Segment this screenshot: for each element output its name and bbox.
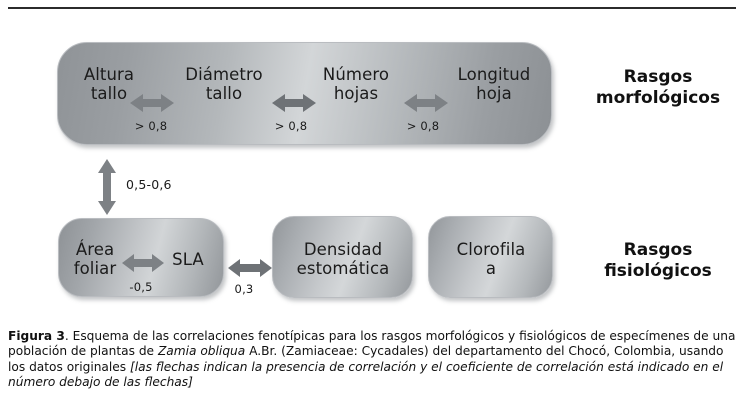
double-arrow-icon-altura-diametro bbox=[130, 92, 174, 114]
node-label-area-foliar: Área foliar bbox=[73, 240, 117, 278]
node-label-numero-hojas: Número hojas bbox=[322, 65, 390, 103]
group-heading-morfologicos: Rasgos morfológicos bbox=[595, 67, 721, 108]
coefficient-diametro-numero: > 0,8 bbox=[274, 119, 308, 133]
double-arrow-icon-area-sla bbox=[122, 252, 164, 274]
caption-figure-number: Figura 3 bbox=[8, 329, 65, 343]
clorofila-a-box bbox=[428, 216, 553, 298]
node-label-longitud-hoja: Longitud hoja bbox=[457, 65, 531, 103]
double-arrow-icon-numero-longitud bbox=[404, 92, 448, 114]
coefficient-altura-diametro: > 0,8 bbox=[134, 119, 168, 133]
node-label-altura-tallo: Altura tallo bbox=[83, 65, 135, 103]
morphological-traits-box bbox=[57, 42, 552, 145]
double-arrow-icon-morfologicos-fisiologicos bbox=[96, 159, 118, 215]
node-label-densidad-estomatica: Densidad estomática bbox=[296, 240, 390, 278]
coefficient-sla-densidad: 0,3 bbox=[234, 282, 254, 296]
coefficient-morfologicos-fisiologicos: 0,5-0,6 bbox=[126, 177, 172, 192]
figure-diagram: Altura tallo Diámetro tallo Número hojas… bbox=[0, 12, 744, 322]
double-arrow-icon-diametro-numero bbox=[272, 92, 316, 114]
top-divider-rule bbox=[8, 7, 736, 9]
group-heading-fisiologicos: Rasgos fisiológicos bbox=[604, 240, 712, 281]
caption-part-2: A.Br. (Zamiaceae: Cycadales) del departa… bbox=[8, 344, 724, 374]
coefficient-area-sla: -0,5 bbox=[129, 280, 153, 294]
caption-part-1: . Esquema de las correlaciones fenotípic… bbox=[8, 329, 736, 359]
node-label-sla: SLA bbox=[172, 250, 204, 269]
densidad-estomatica-box bbox=[272, 216, 413, 298]
figure-caption: Figura 3. Esquema de las correlaciones f… bbox=[8, 329, 736, 391]
coefficient-numero-longitud: > 0,8 bbox=[406, 119, 440, 133]
node-label-diametro-tallo: Diámetro tallo bbox=[185, 65, 263, 103]
caption-note: [las flechas indican la presencia de cor… bbox=[8, 359, 724, 390]
node-label-clorofila-a: Clorofila a bbox=[456, 240, 526, 278]
double-arrow-icon-sla-densidad bbox=[228, 258, 272, 278]
area-foliar-sla-box bbox=[58, 218, 224, 297]
caption-species-name: Zamia obliqua bbox=[157, 344, 246, 359]
